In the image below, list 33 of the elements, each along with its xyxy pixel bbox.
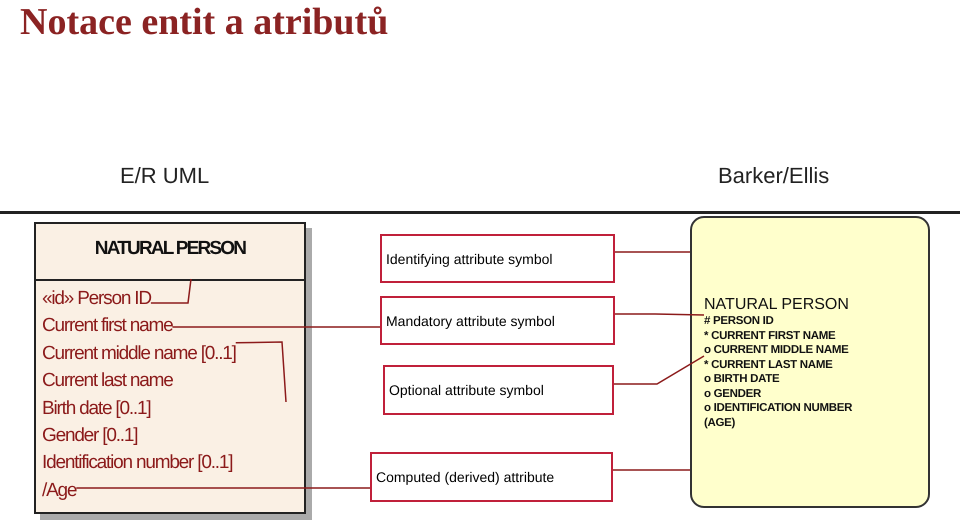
- callout-box: Mandatory attribute symbol: [380, 296, 615, 345]
- entity-name: NATURAL PERSON: [94, 238, 247, 260]
- leader-line: [236, 341, 287, 402]
- column-heading: Barker/Ellis: [718, 163, 830, 189]
- leader-line: [150, 278, 192, 304]
- callout-box: Identifying attribute symbol: [380, 234, 615, 283]
- leader-line: [76, 487, 370, 489]
- attribute-label: Birth date [0..1]: [42, 398, 150, 420]
- leader-line: [615, 313, 704, 316]
- attribute-label: Gender [0..1]: [42, 425, 138, 447]
- slide-title: Notace entit a atributů: [20, 0, 388, 44]
- attribute-label: o IDENTIFICATION NUMBER: [704, 402, 852, 414]
- attribute-label: Identification number [0..1]: [42, 452, 232, 474]
- callout-box: Optional attribute symbol: [383, 365, 614, 415]
- attribute-label: * CURRENT LAST NAME: [704, 358, 832, 370]
- entity-box: [690, 216, 930, 508]
- attribute-label: (AGE): [704, 416, 736, 428]
- leader-line: [172, 326, 380, 328]
- attribute-label: o CURRENT MIDDLE NAME: [704, 344, 848, 356]
- attribute-label: Current middle name [0..1]: [42, 342, 236, 365]
- attribute-label: «id» Person ID: [42, 288, 151, 310]
- attribute-label: /Age: [42, 480, 76, 502]
- attribute-label: o GENDER: [704, 388, 762, 400]
- leader-line: [613, 469, 690, 471]
- entity-name: NATURAL PERSON: [704, 296, 849, 314]
- attribute-label: Current first name: [42, 315, 172, 338]
- callout-box: Computed (derived) attribute: [370, 452, 613, 502]
- attribute-label: # PERSON ID: [704, 315, 774, 327]
- attribute-label: o BIRTH DATE: [704, 373, 780, 385]
- attribute-label: * CURRENT FIRST NAME: [704, 330, 836, 342]
- leader-line: [615, 251, 690, 253]
- attribute-label: Current last name: [42, 370, 173, 392]
- column-heading: E/R UML: [120, 163, 210, 189]
